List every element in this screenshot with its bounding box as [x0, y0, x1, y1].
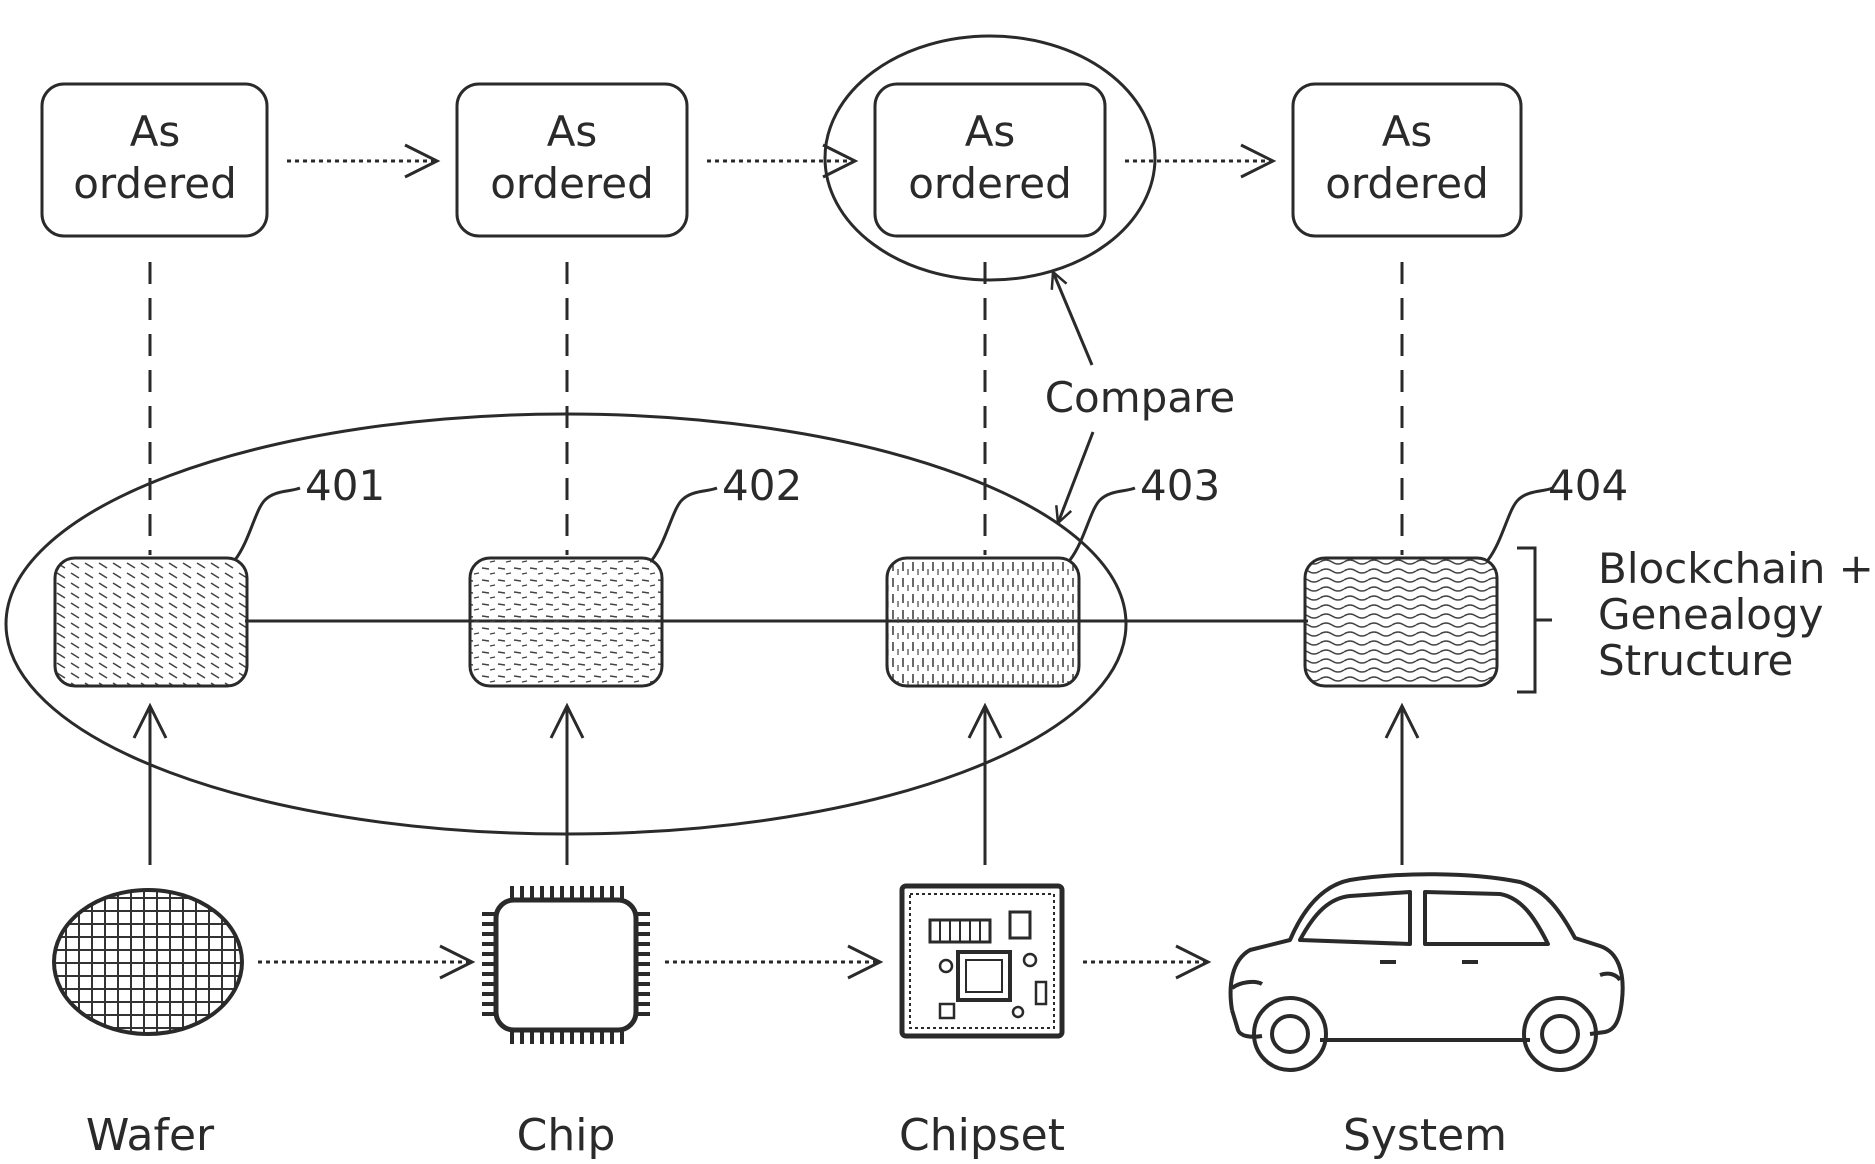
- order-box-4: As ordered: [1293, 84, 1521, 236]
- order-box-1: As ordered: [42, 84, 267, 236]
- chipset-icon: [902, 886, 1062, 1036]
- leader-line-401: [235, 488, 300, 560]
- item-label-system: System: [1343, 1110, 1507, 1161]
- order-box-3: As ordered: [825, 36, 1155, 280]
- order-box-2: As ordered: [457, 84, 687, 236]
- ref-404: 404: [1548, 461, 1628, 510]
- order-box-3-line2: ordered: [908, 159, 1072, 208]
- leader-line-402: [652, 488, 717, 560]
- block-402: 402: [470, 461, 802, 686]
- order-box-4-line1: As: [1382, 107, 1433, 156]
- wafer-icon: [54, 890, 242, 1034]
- structure-label-line2: Genealogy: [1598, 590, 1823, 639]
- car-icon: [1231, 874, 1623, 1070]
- block-401: 401: [55, 461, 385, 686]
- ref-402: 402: [722, 461, 802, 510]
- item-label-wafer: Wafer: [86, 1110, 215, 1161]
- block-403: 403: [887, 461, 1220, 686]
- structure-label-line1: Blockchain +: [1598, 544, 1874, 593]
- leader-line-403: [1070, 488, 1135, 560]
- item-label-chipset: Chipset: [899, 1110, 1065, 1161]
- order-box-1-line1: As: [130, 107, 181, 156]
- ref-403: 403: [1140, 461, 1220, 510]
- order-box-2-line1: As: [547, 107, 598, 156]
- order-box-1-line2: ordered: [73, 159, 237, 208]
- chip-icon: [482, 886, 650, 1044]
- structure-bracket: [1517, 548, 1552, 692]
- order-box-2-line2: ordered: [490, 159, 654, 208]
- upward-arrows: [150, 706, 1402, 865]
- item-label-chip: Chip: [517, 1110, 616, 1161]
- ref-401: 401: [305, 461, 385, 510]
- order-box-3-line1: As: [965, 107, 1016, 156]
- structure-label-line3: Structure: [1598, 636, 1793, 685]
- compare-label: Compare: [1045, 373, 1236, 422]
- order-box-4-line2: ordered: [1325, 159, 1489, 208]
- block-404: 404: [1305, 461, 1628, 686]
